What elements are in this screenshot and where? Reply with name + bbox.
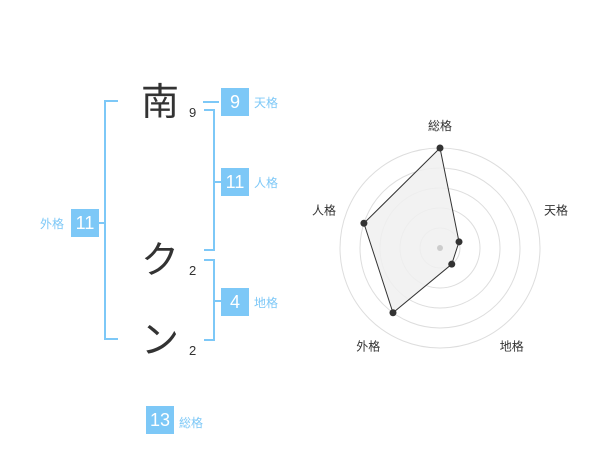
chikaku-value: 4 — [221, 288, 249, 316]
jin-bracket-vertical — [213, 109, 215, 251]
chi-connector — [214, 300, 221, 302]
jin-connector — [214, 181, 221, 183]
gai-bracket-connector — [97, 222, 105, 224]
gaikaku-label: 外格 — [40, 217, 65, 231]
ten-connector — [203, 101, 219, 103]
gai-bracket-bottom — [104, 338, 118, 340]
tenkaku-value: 9 — [221, 88, 249, 116]
tenkaku-label: 天格 — [254, 96, 279, 110]
radar-center — [437, 245, 443, 251]
chikaku-label: 地格 — [254, 296, 279, 310]
gai-bracket-vertical — [104, 100, 106, 340]
radar-point-3 — [448, 260, 456, 268]
name-char-2: ク — [140, 238, 179, 282]
jin-bracket-top — [204, 109, 215, 111]
chi-bracket-bottom — [204, 339, 215, 341]
gai-bracket-top — [104, 100, 118, 102]
jinkaku-value: 11 — [221, 168, 249, 196]
radar-point-4 — [389, 309, 397, 317]
jin-bracket-bottom — [204, 249, 215, 251]
radar-axis-label-4: 外格 — [356, 339, 380, 354]
soukaku-value: 13 — [146, 406, 174, 434]
stroke-count-3: 2 — [189, 343, 197, 358]
radar-axis-label-1: 総格 — [428, 118, 452, 133]
radar-point-1 — [436, 144, 444, 152]
gaikaku-value: 11 — [71, 209, 99, 237]
radar-axis-label-3: 地格 — [500, 339, 524, 354]
soukaku-label: 総格 — [179, 416, 204, 430]
stroke-count-1: 9 — [189, 105, 197, 120]
stroke-count-2: 2 — [189, 263, 197, 278]
radar-point-2 — [455, 238, 463, 246]
radar-shape — [363, 146, 460, 314]
jinkaku-label: 人格 — [254, 176, 279, 190]
radar-axis-label-5: 人格 — [312, 202, 336, 217]
radar-axis-label-2: 天格 — [544, 202, 568, 217]
chi-bracket-top — [204, 259, 215, 261]
radar-point-5 — [360, 219, 368, 227]
name-char-3: ン — [140, 318, 179, 362]
name-char-1: 南 — [140, 80, 179, 124]
